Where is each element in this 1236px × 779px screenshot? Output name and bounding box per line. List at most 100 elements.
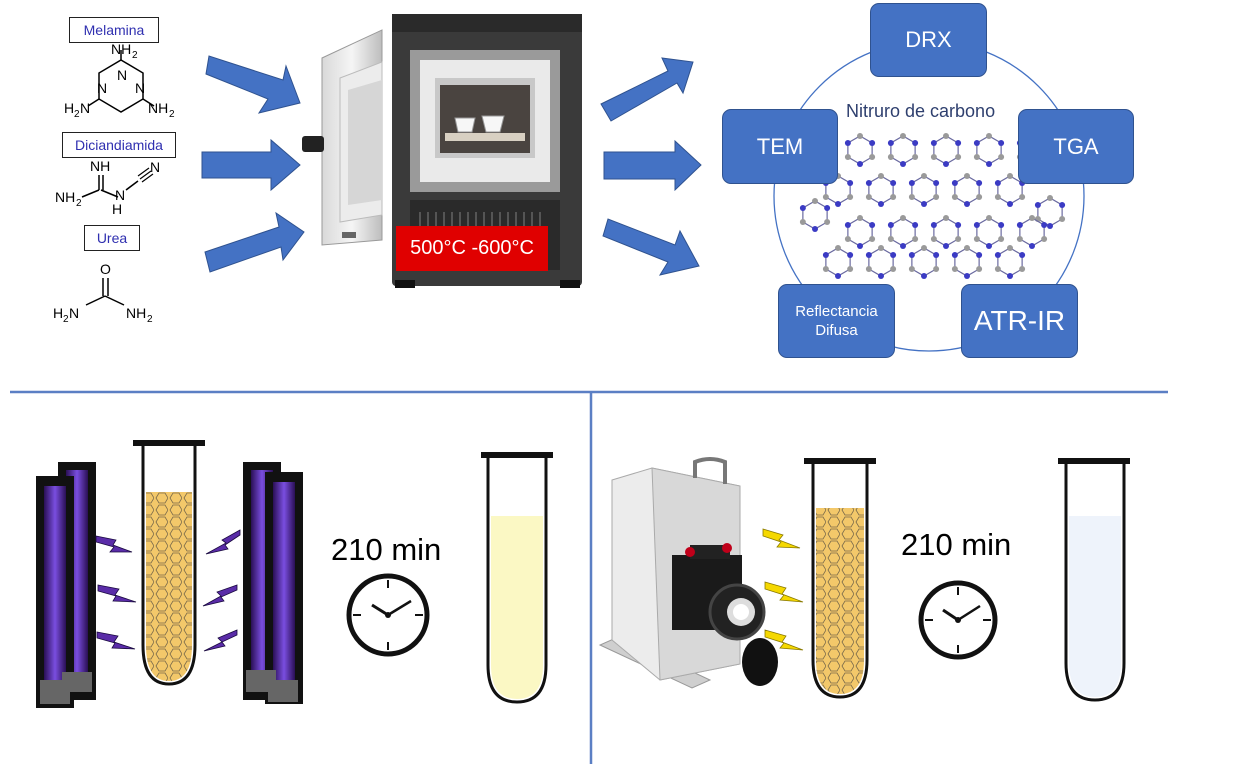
lattice-atom — [857, 133, 863, 139]
lattice-atom — [964, 245, 970, 251]
lattice-atom — [964, 201, 970, 207]
svg-text:2: 2 — [76, 198, 82, 209]
lattice-atom — [887, 154, 894, 160]
lattice-atom — [976, 194, 983, 200]
lattice-atom — [921, 201, 927, 207]
lattice-atom — [943, 133, 949, 139]
lattice-atom — [890, 194, 897, 200]
lattice-atom — [1047, 195, 1053, 201]
lattice-atom — [887, 236, 894, 242]
lattice-atom — [908, 252, 915, 258]
lattice-atom — [930, 154, 937, 160]
lattice-atom — [912, 222, 919, 228]
lattice-ring — [911, 247, 937, 277]
lattice-ring — [933, 135, 959, 165]
lattice-atom — [844, 222, 851, 228]
lattice-atom — [900, 215, 906, 221]
carbon-nitride-title: Nitruro de carbono — [846, 101, 996, 121]
svg-text:N: N — [150, 159, 160, 175]
lattice-ring — [890, 217, 916, 247]
lattice-atom — [921, 245, 927, 251]
svg-text:2: 2 — [132, 50, 138, 61]
lattice-atom — [799, 219, 806, 225]
lattice-atom — [844, 236, 851, 242]
lattice-atom — [1019, 252, 1026, 258]
lattice-atom — [986, 161, 992, 167]
urea-label: Urea — [84, 225, 140, 251]
lattice-atom — [1029, 215, 1035, 221]
lattice-atom — [976, 252, 983, 258]
test-tube-icon — [804, 458, 876, 699]
clock-icon — [346, 573, 430, 657]
lattice-atom — [908, 194, 915, 200]
lattice-atom — [908, 266, 915, 272]
left-time-label: 210 min — [331, 532, 442, 567]
lattice-atom — [869, 154, 876, 160]
lattice-atom — [986, 243, 992, 249]
lattice-ring — [825, 247, 851, 277]
uv-lamp-icon — [36, 462, 96, 708]
lattice-atom — [878, 245, 884, 251]
furnace-temperature-panel — [396, 226, 548, 271]
lattice-atom — [955, 154, 962, 160]
lattice-atom — [857, 215, 863, 221]
lattice-atom — [976, 266, 983, 272]
svg-text:2: 2 — [147, 314, 153, 325]
lattice-atom — [964, 273, 970, 279]
svg-text:O: O — [100, 261, 111, 277]
lattice-atom — [921, 273, 927, 279]
lattice-atom — [869, 140, 876, 146]
svg-text:NH: NH — [90, 158, 110, 174]
lattice-atom — [812, 226, 818, 232]
lattice-ring — [868, 175, 894, 205]
lattice-atom — [951, 180, 958, 186]
tem-node: TEM — [722, 109, 838, 184]
lattice-atom — [847, 194, 854, 200]
lattice-ring — [847, 217, 873, 247]
lattice-atom — [998, 154, 1005, 160]
lattice-ring — [997, 175, 1023, 205]
lattice-atom — [998, 236, 1005, 242]
lattice-atom — [998, 140, 1005, 146]
lattice-atom — [865, 252, 872, 258]
lattice-atom — [943, 243, 949, 249]
lattice-atom — [973, 140, 980, 146]
lattice-atom — [951, 252, 958, 258]
output-arrows — [600, 57, 702, 276]
test-tube-icon — [133, 440, 205, 686]
lattice-atom — [878, 173, 884, 179]
lattice-atom — [1059, 216, 1066, 222]
lattice-atom — [955, 140, 962, 146]
lattice-atom — [824, 219, 831, 225]
lamp-brand-mark — [638, 520, 654, 660]
lattice-atom — [933, 194, 940, 200]
lattice-atom — [912, 140, 919, 146]
lattice-atom — [1019, 266, 1026, 272]
furnace-temperature-label: 500°C -600°C — [410, 237, 534, 259]
svg-text:2: 2 — [169, 109, 175, 120]
lightning-icon — [762, 528, 804, 651]
test-tube-icon — [1058, 458, 1130, 702]
lattice-atom — [835, 201, 841, 207]
lattice-ring — [954, 175, 980, 205]
lattice-atom — [1041, 222, 1048, 228]
lattice-atom — [869, 222, 876, 228]
lattice-atom — [1029, 243, 1035, 249]
lattice-atom — [973, 236, 980, 242]
lattice-atom — [912, 236, 919, 242]
lightning-icon — [95, 529, 241, 652]
tga-node: TGA — [1018, 109, 1134, 184]
reflectancia-node: Reflectancia Difusa — [778, 284, 895, 358]
diciandiamida-label: Diciandiamida — [62, 132, 176, 158]
lattice-atom — [847, 180, 854, 186]
lattice-ring — [954, 247, 980, 277]
lattice-atom — [1019, 194, 1026, 200]
lattice-atom — [847, 252, 854, 258]
lattice-atom — [822, 252, 829, 258]
svg-text:N: N — [115, 187, 125, 203]
lattice-atom — [943, 161, 949, 167]
